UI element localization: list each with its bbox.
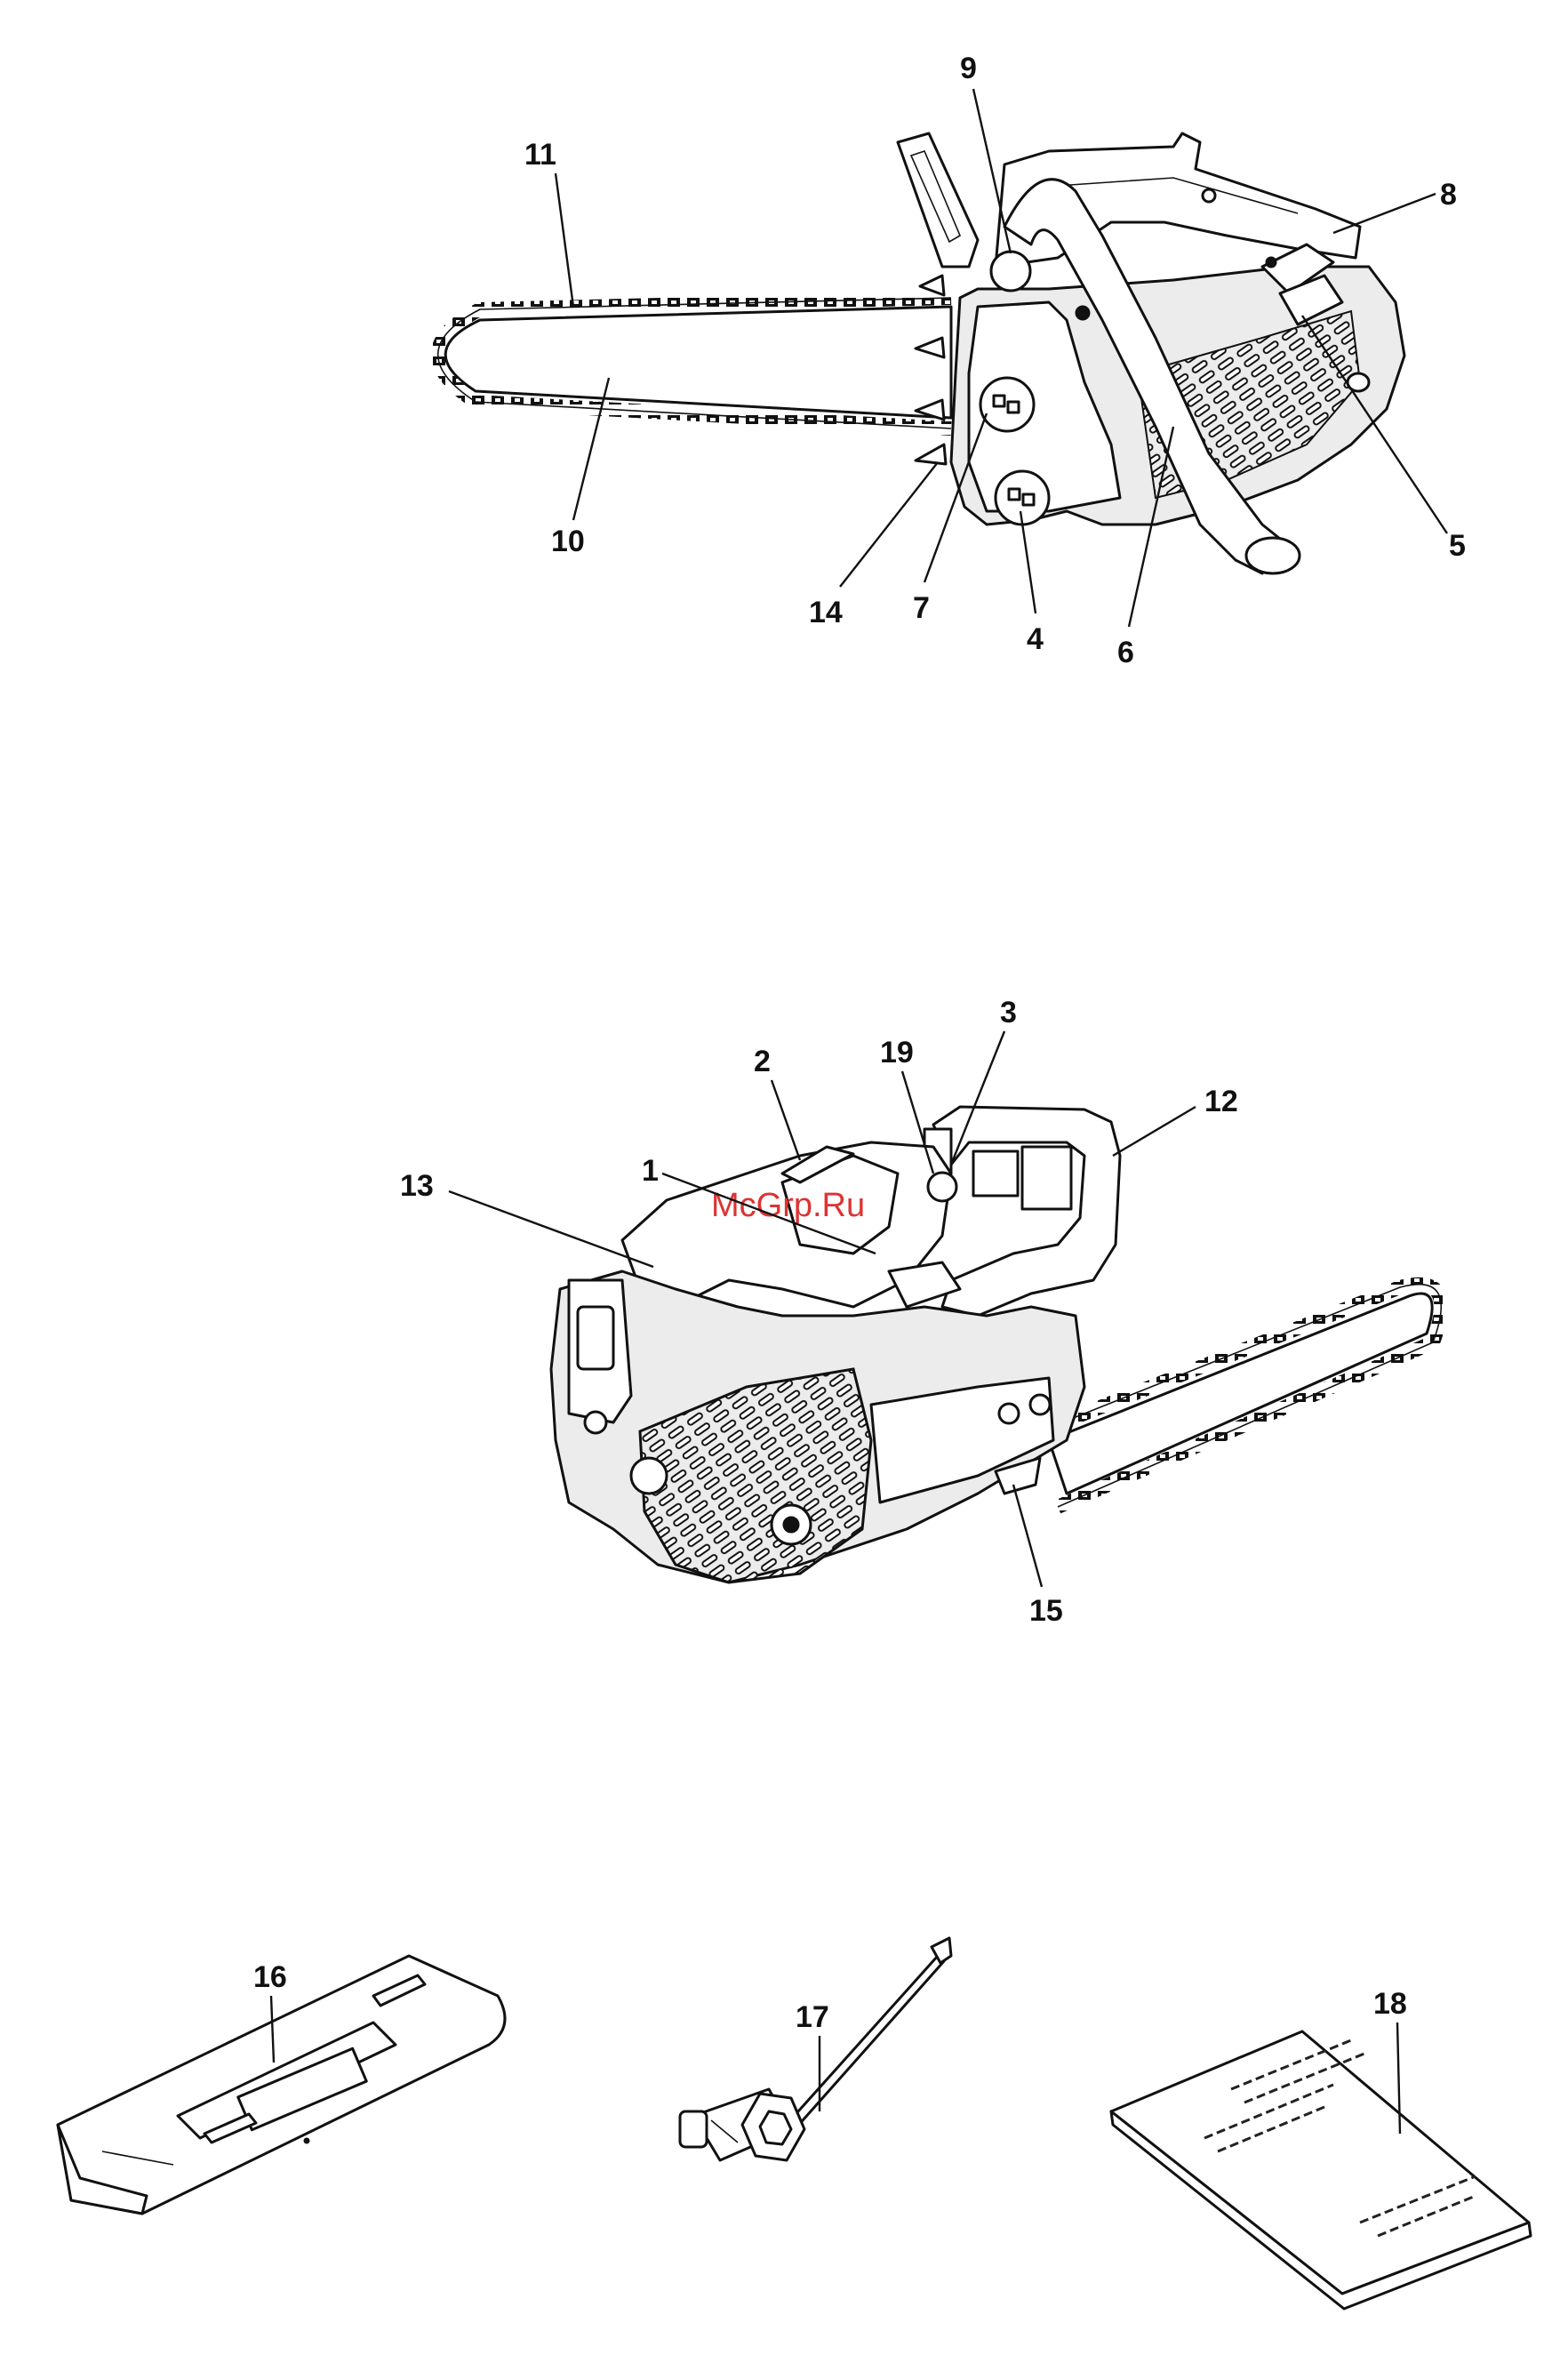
callout-10: 10 bbox=[551, 525, 585, 558]
callout-13: 13 bbox=[400, 1169, 434, 1203]
callout-12: 12 bbox=[1204, 1085, 1238, 1118]
fuel-window bbox=[578, 1307, 613, 1369]
callout-3: 3 bbox=[1000, 996, 1017, 1029]
chainsaw-rear-view bbox=[551, 1107, 1441, 1582]
chainsaw-side-view bbox=[438, 133, 1404, 573]
callout-17: 17 bbox=[796, 2000, 829, 2034]
instruction-manual bbox=[1111, 2031, 1531, 2309]
callout-2: 2 bbox=[754, 1045, 771, 1078]
callout-16: 16 bbox=[253, 1960, 287, 1994]
combination-wrench bbox=[680, 1938, 951, 2160]
callout-5: 5 bbox=[1449, 529, 1466, 563]
callout-8: 8 bbox=[1440, 178, 1457, 212]
callout-11: 11 bbox=[524, 138, 556, 172]
bar-cover bbox=[58, 1956, 505, 2214]
callout-6: 6 bbox=[1117, 636, 1134, 669]
watermark: McGrp.Ru bbox=[711, 1187, 865, 1224]
callout-19: 19 bbox=[880, 1036, 914, 1069]
callout-14: 14 bbox=[809, 596, 843, 629]
callout-9: 9 bbox=[960, 52, 977, 85]
callout-18: 18 bbox=[1373, 1987, 1407, 2021]
callout-4: 4 bbox=[1027, 622, 1044, 656]
callout-1: 1 bbox=[642, 1154, 659, 1188]
front-hand-guard bbox=[898, 133, 978, 267]
guide-bar-rear bbox=[1049, 1294, 1432, 1494]
callout-7: 7 bbox=[913, 591, 930, 625]
callout-15: 15 bbox=[1029, 1594, 1063, 1628]
